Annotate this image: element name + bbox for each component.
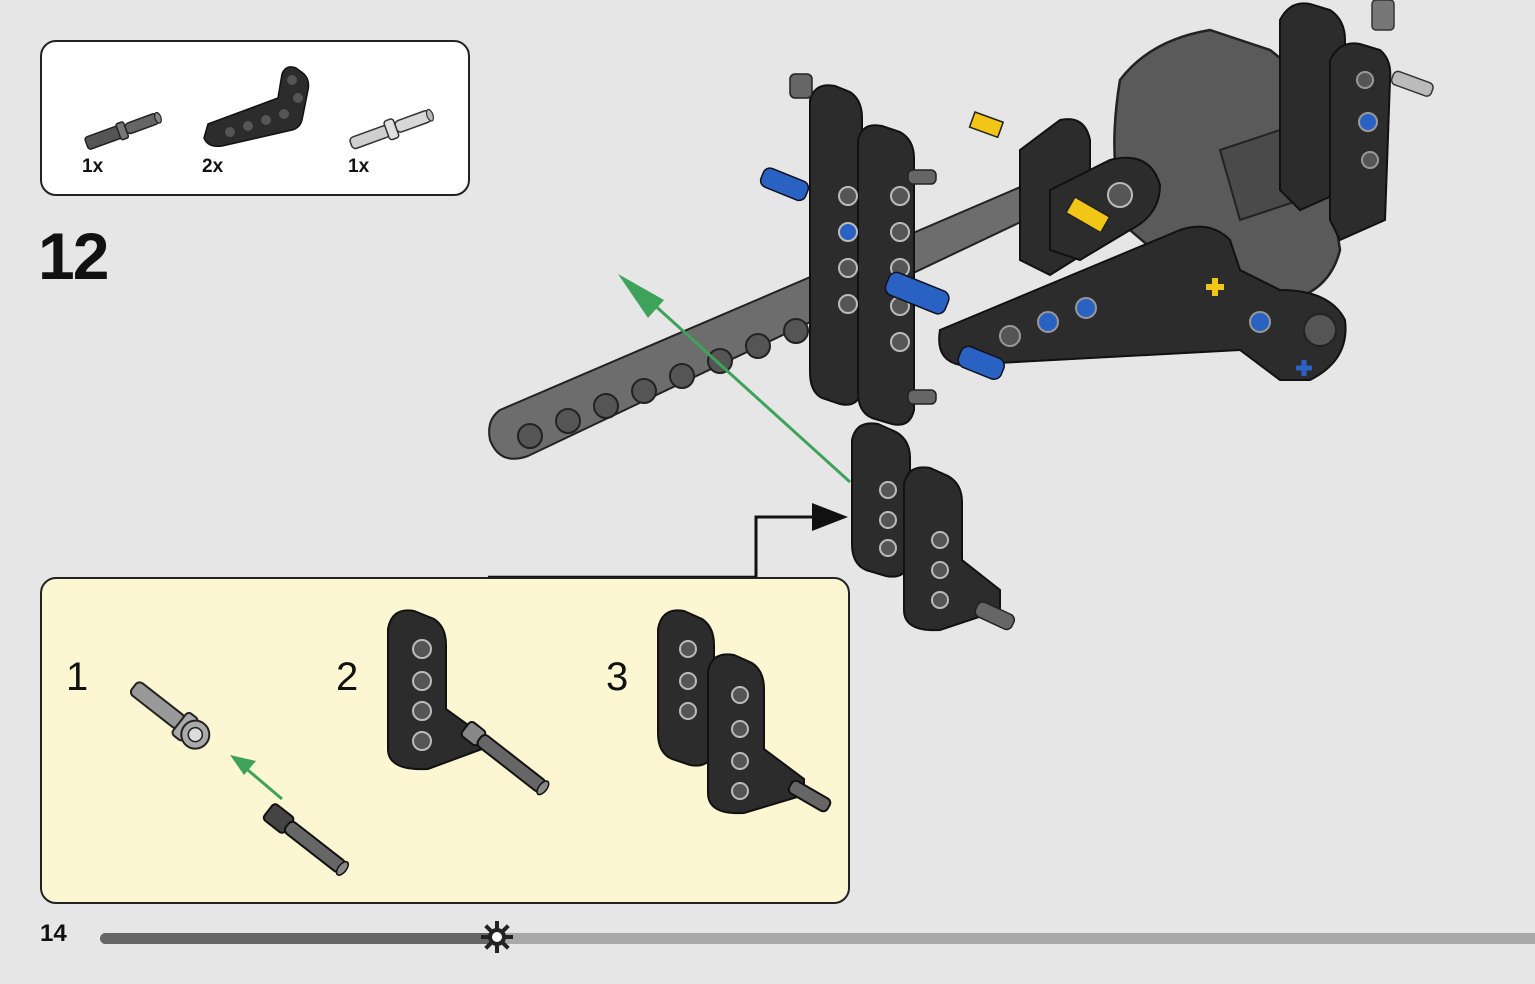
parts-list-box: 1x 2x 1x xyxy=(40,40,470,196)
callout-arrow xyxy=(488,503,848,579)
dark-gray-axle-pin-icon xyxy=(84,111,162,150)
substep-2-illustration xyxy=(387,609,550,796)
right-upright-beams xyxy=(1279,0,1434,242)
substep-3-illustration xyxy=(657,609,832,815)
step-number: 12 xyxy=(38,219,109,293)
progress-bar-fill xyxy=(100,933,498,944)
part-quantity: 2x xyxy=(202,156,224,177)
substep-number: 1 xyxy=(66,655,89,699)
black-frame-beam xyxy=(938,225,1347,381)
blue-pins xyxy=(759,167,1005,380)
middle-l-beam xyxy=(968,111,1224,296)
part-quantity: 1x xyxy=(82,156,104,177)
new-l-beam-pair xyxy=(851,422,1016,632)
part-quantity: 1x xyxy=(348,156,370,177)
substep-box: 1 2 3 xyxy=(40,577,850,904)
insertion-arrow xyxy=(618,274,852,484)
progress-gear-icon xyxy=(481,921,514,953)
front-vertical-beams xyxy=(789,73,937,426)
progress-bar xyxy=(100,933,1535,944)
light-gray-pin-icon xyxy=(349,108,435,150)
black-l-beam-icon xyxy=(203,66,310,147)
substep-number: 3 xyxy=(606,655,629,699)
substep-1-illustration xyxy=(129,681,350,876)
substep-number: 2 xyxy=(336,655,359,699)
page-number: 14 xyxy=(40,920,67,947)
